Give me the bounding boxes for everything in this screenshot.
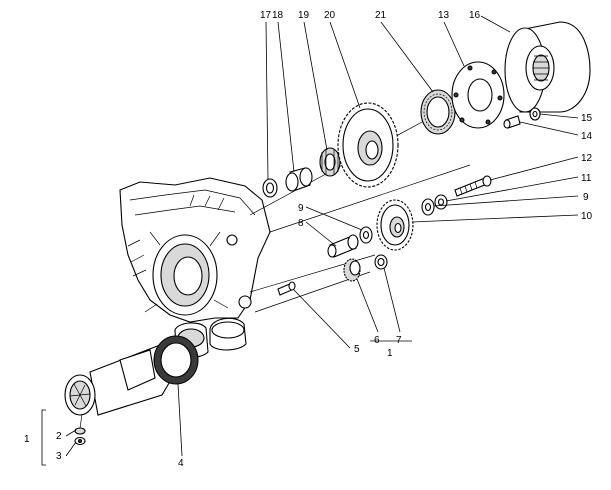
callout-11: 11	[581, 173, 592, 184]
callout-2: 2	[56, 431, 62, 442]
large-gear-20	[337, 102, 399, 188]
callout-1-starter: 1	[24, 434, 30, 445]
intermediate-gear-10	[376, 199, 414, 251]
pin-8	[327, 234, 359, 258]
seal-ring	[153, 335, 199, 385]
freewheel-21	[420, 89, 456, 135]
screw-14	[503, 115, 521, 129]
washer-9-upper	[421, 198, 435, 216]
ring-7	[374, 254, 388, 270]
washer-9-lower	[359, 226, 373, 244]
small-gear-6	[343, 258, 361, 282]
engine-case	[119, 177, 271, 358]
callout-6: 6	[374, 335, 380, 346]
callout-14: 14	[581, 131, 593, 142]
callout-7: 7	[396, 335, 402, 346]
callout-9-right: 9	[583, 192, 589, 203]
flange-plate-13	[451, 61, 505, 129]
callout-19: 19	[298, 10, 310, 21]
callout-16: 16	[469, 10, 481, 21]
needle-bearing-19	[319, 147, 341, 177]
screw-5	[277, 281, 296, 296]
callout-12: 12	[581, 153, 593, 164]
bushing-18	[285, 167, 313, 192]
callout-21: 21	[375, 10, 387, 21]
callout-5: 5	[354, 344, 360, 355]
callout-8: 8	[298, 218, 304, 229]
callout-15: 15	[581, 113, 593, 124]
callout-9-left: 9	[298, 203, 304, 214]
starter-fasteners	[74, 413, 86, 446]
callout-17: 17	[260, 10, 272, 21]
bolt-12	[454, 175, 492, 197]
callout-1-group: 1	[387, 348, 393, 359]
washer-11	[434, 194, 448, 210]
leader-lines	[41, 15, 579, 466]
washer-17	[262, 178, 278, 198]
callout-18: 18	[272, 10, 284, 21]
callout-13: 13	[438, 10, 450, 21]
callout-3: 3	[56, 451, 62, 462]
callout-4: 4	[178, 458, 184, 469]
callout-10: 10	[581, 211, 593, 222]
callout-20: 20	[324, 10, 336, 21]
rotor-16	[504, 21, 591, 113]
washer-15	[529, 107, 541, 121]
callout-labels: 17 18 19 20 21 13 16 15 14 12 11 9 10 9 …	[24, 10, 593, 469]
